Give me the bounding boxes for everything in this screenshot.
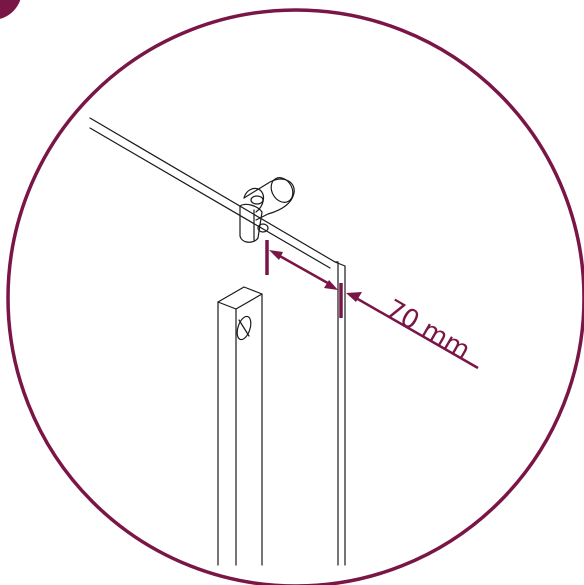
dimension-line (277, 253, 334, 288)
step-badge (0, 0, 21, 19)
dimension-label: 70 mm (381, 294, 476, 366)
leader-arrow-head (346, 292, 362, 302)
leader-line (355, 296, 479, 370)
dimension-indicator: 70 mm (265, 240, 479, 370)
wall-profile-bar (217, 286, 263, 566)
stabilizer-clamp (239, 177, 295, 243)
detail-circle (6, 8, 584, 585)
arrow-head-left (269, 250, 283, 260)
glass-panel (89, 117, 346, 566)
arrow-head-right (324, 280, 338, 290)
